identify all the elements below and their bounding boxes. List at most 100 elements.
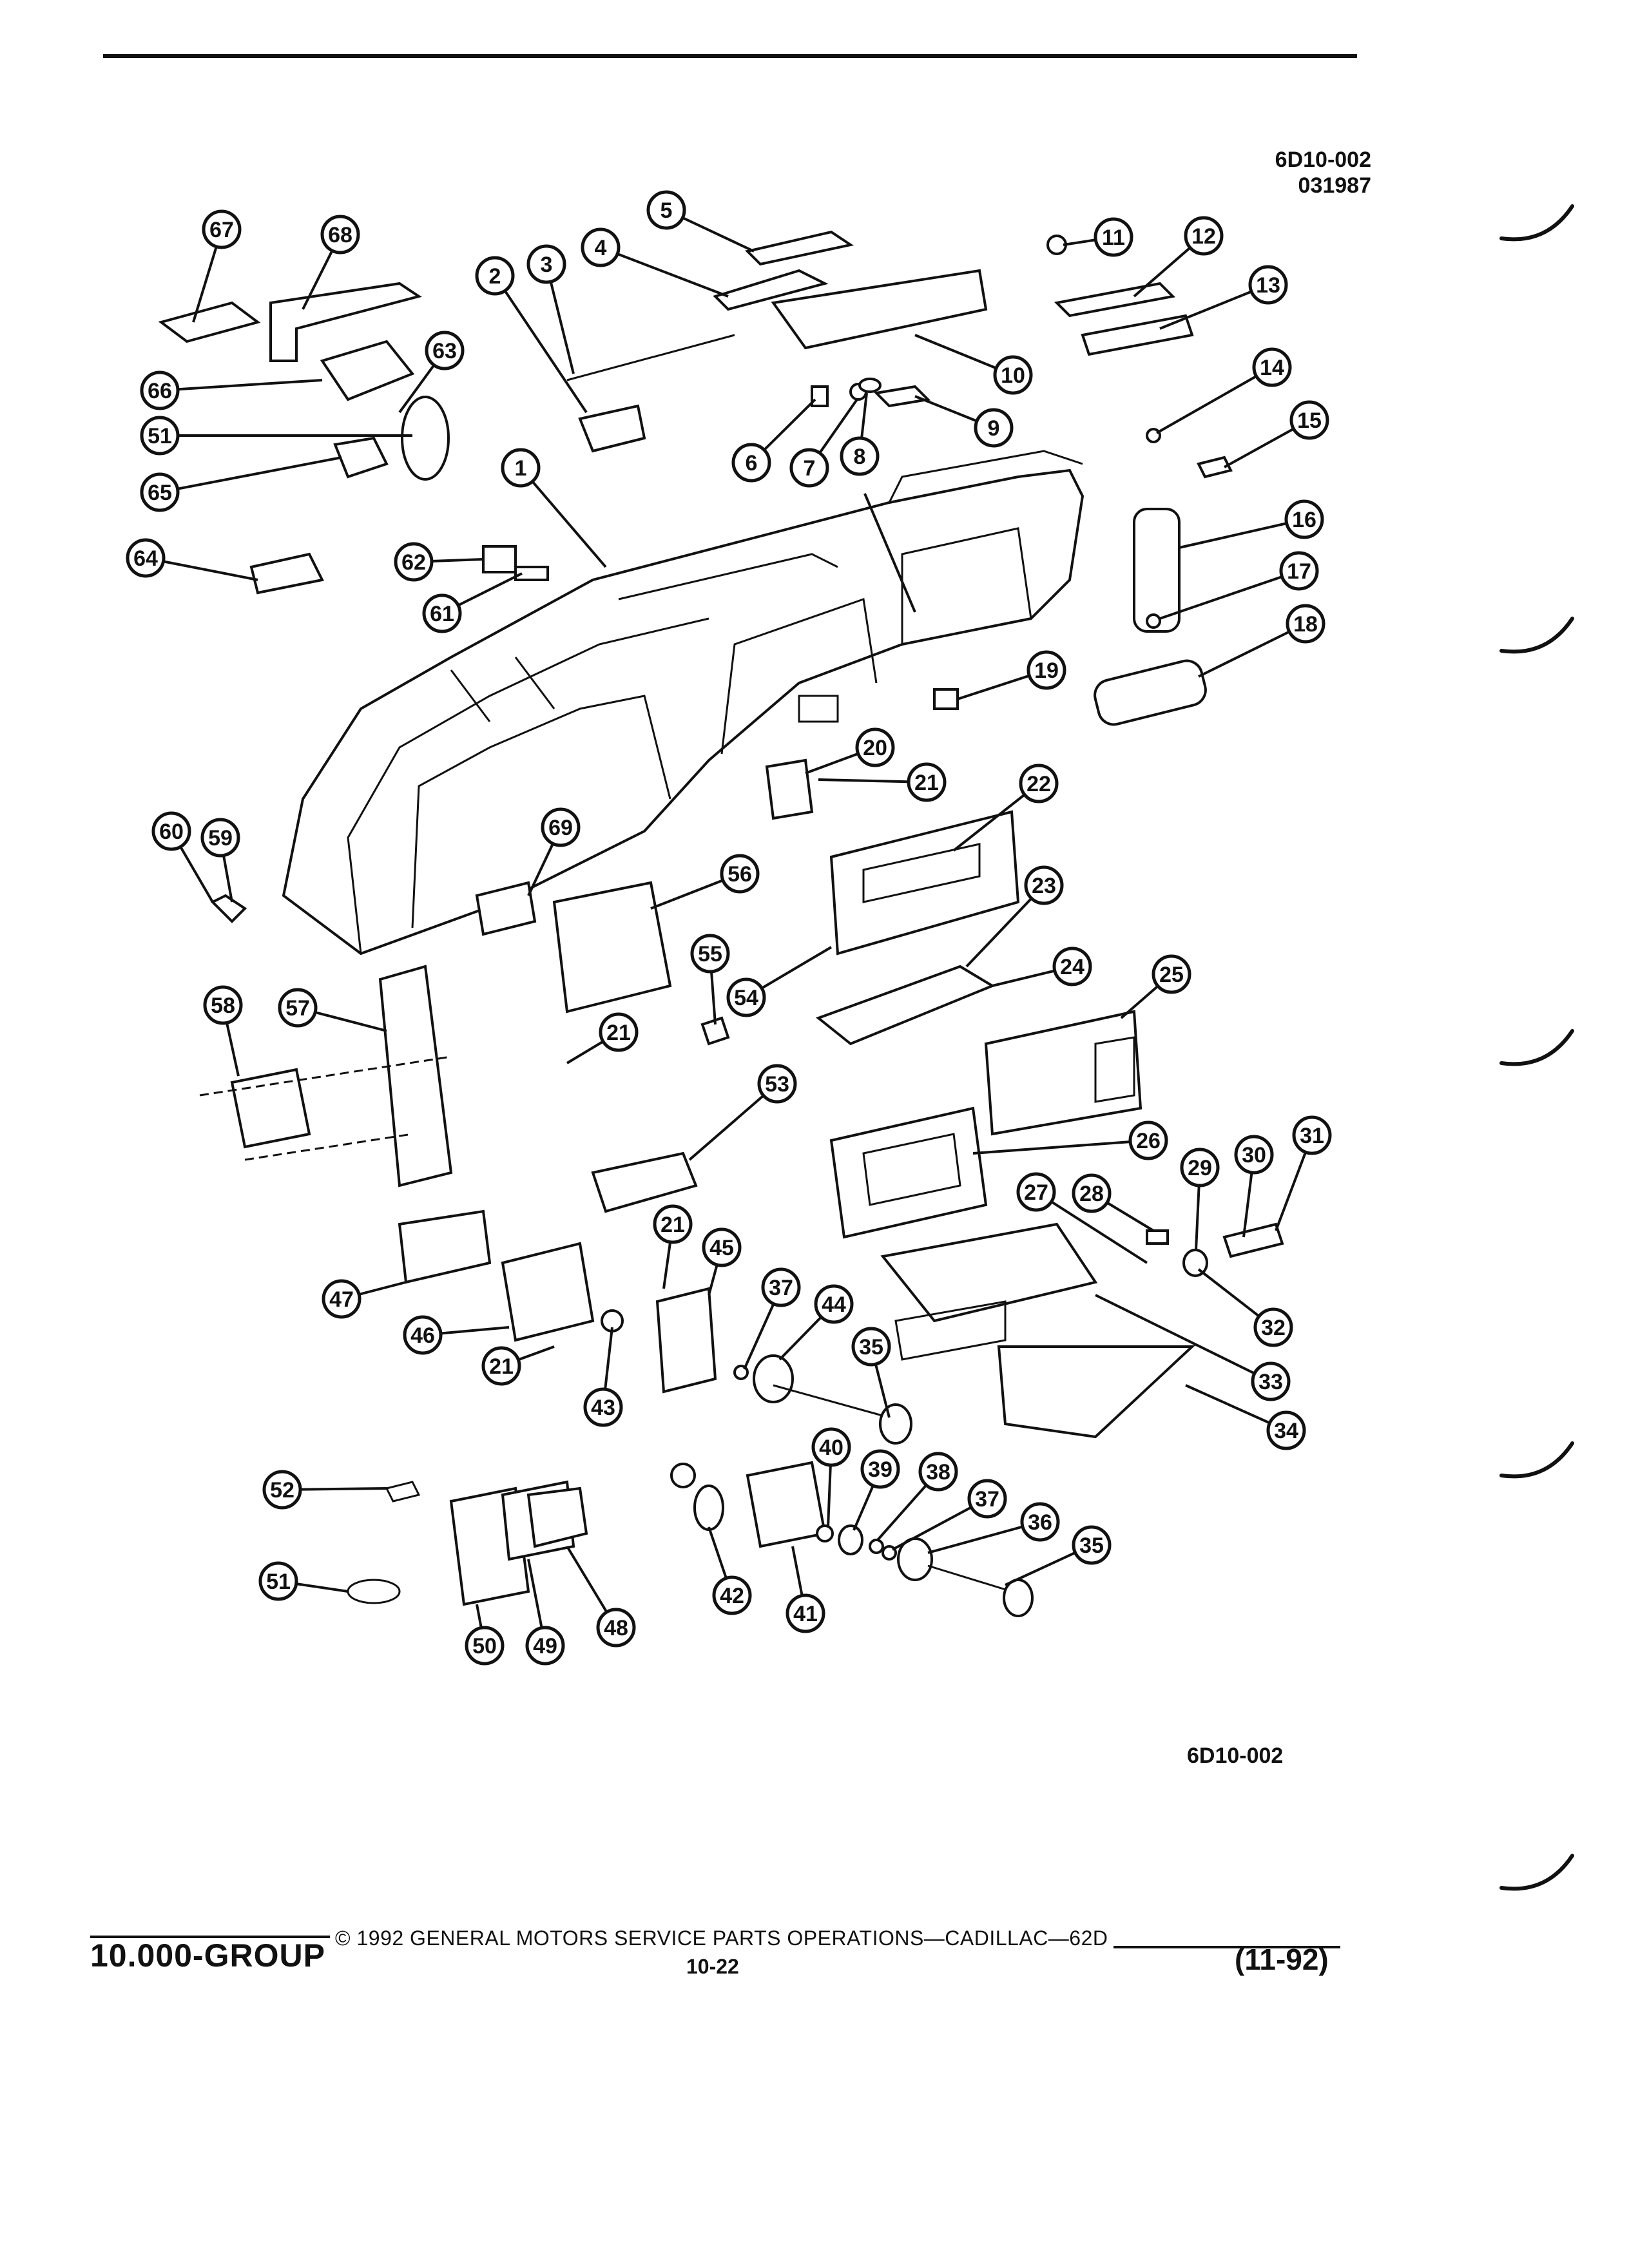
callout-53: 53 (757, 1064, 797, 1104)
callout-number: 20 (863, 736, 887, 760)
callout-57: 57 (278, 988, 318, 1028)
callout-circle (1072, 1525, 1112, 1565)
callout-number: 29 (1188, 1156, 1212, 1180)
part-20 (765, 758, 814, 820)
part-30-31 (1222, 1222, 1284, 1258)
callout-number: 44 (822, 1293, 846, 1317)
callout-number: 23 (1032, 874, 1056, 898)
callout-20: 20 (855, 727, 895, 767)
callout-circle (140, 472, 180, 512)
callout-25: 25 (1152, 954, 1191, 994)
callout-24: 24 (1052, 947, 1092, 986)
callout-number: 1 (515, 456, 527, 481)
callout-circle (1072, 1173, 1112, 1213)
callout-circle (1251, 1361, 1291, 1401)
part-11 (1046, 235, 1067, 255)
part-65 (333, 436, 389, 479)
callout-48: 48 (596, 1608, 636, 1648)
callout-number: 50 (472, 1634, 497, 1658)
callout-number: 11 (1102, 226, 1125, 250)
part-42 (693, 1485, 724, 1531)
leader-line (1179, 518, 1305, 549)
binder-mark (1499, 617, 1574, 654)
figure-code-bottom: 6D10-002 (1187, 1744, 1284, 1768)
part-61 (514, 566, 549, 581)
part-53 (591, 1151, 698, 1213)
callout-number: 4 (595, 236, 607, 260)
callout-number: 8 (854, 445, 866, 469)
part-39 (838, 1524, 863, 1555)
leader-line (159, 379, 323, 392)
callout-number: 22 (1027, 772, 1051, 796)
parts-upper (158, 230, 1233, 726)
callout-69: 69 (541, 807, 581, 847)
part-41 (746, 1461, 827, 1548)
callout-number: 10 (1001, 363, 1025, 388)
callout-circle (712, 1575, 752, 1615)
callout-31: 31 (1292, 1115, 1332, 1155)
part-16 (1133, 508, 1181, 633)
callout-65: 65 (140, 472, 180, 512)
callout-circle (465, 1626, 505, 1666)
binder-mark (1499, 1854, 1574, 1891)
callout-67: 67 (202, 209, 242, 249)
leader-line (519, 466, 607, 568)
callout-number: 45 (709, 1236, 734, 1260)
callout-number: 13 (1256, 273, 1280, 298)
callout-number: 21 (660, 1213, 685, 1237)
callout-number: 46 (410, 1323, 435, 1348)
callout-circle (855, 727, 895, 767)
callout-circle (702, 1227, 742, 1267)
part-57 (378, 965, 453, 1187)
callout-64: 64 (126, 538, 166, 578)
part-44 (753, 1354, 794, 1403)
callout-circle (151, 811, 191, 851)
callout-circle (1027, 650, 1066, 690)
callout-21: 21 (481, 1346, 521, 1386)
callout-circle (320, 215, 360, 255)
part-29-32 (1182, 1249, 1208, 1277)
part-26 (829, 1106, 988, 1239)
part-67 (158, 301, 261, 343)
part-23 (815, 965, 996, 1046)
callout-circle (918, 1452, 958, 1492)
part-45 (655, 1287, 717, 1394)
part-8 (858, 378, 882, 393)
callout-number: 60 (159, 820, 184, 844)
callout-circle (126, 538, 166, 578)
callout-number: 32 (1261, 1316, 1286, 1340)
part-43b (670, 1463, 696, 1488)
callout-number: 69 (548, 816, 573, 840)
callout-circle (1020, 1502, 1060, 1542)
callout-circle (840, 436, 880, 476)
leader-line (1156, 366, 1273, 434)
callout-1: 1 (501, 448, 541, 488)
callout-number: 57 (285, 996, 310, 1021)
figure-code: 6D10-002 (1275, 148, 1371, 172)
callout-number: 5 (660, 198, 673, 223)
callout-number: 36 (1028, 1510, 1052, 1535)
callout-number: 37 (975, 1487, 999, 1512)
figure-number: 031987 (1298, 173, 1371, 198)
callout-number: 58 (211, 994, 235, 1018)
leader-line (494, 274, 588, 414)
callout-number: 54 (734, 986, 758, 1010)
callout-number: 47 (329, 1287, 354, 1312)
callout-51: 51 (258, 1561, 298, 1601)
callout-number: 21 (914, 771, 939, 795)
callout-number: 59 (208, 826, 233, 850)
part-28 (1146, 1229, 1169, 1245)
callout-2: 2 (475, 256, 515, 296)
callout-5: 5 (646, 190, 686, 230)
callout-circle (525, 1626, 565, 1666)
parts-middle (199, 758, 1142, 1239)
leader-line (1095, 1294, 1271, 1383)
callout-number: 43 (591, 1396, 615, 1420)
part-33 (880, 1222, 1098, 1323)
callout-circle (394, 542, 434, 582)
callout-47: 47 (322, 1279, 361, 1319)
callout-number: 14 (1260, 356, 1284, 380)
callout-circle (140, 416, 180, 456)
callout-circle (258, 1561, 298, 1601)
part-64 (249, 552, 324, 595)
